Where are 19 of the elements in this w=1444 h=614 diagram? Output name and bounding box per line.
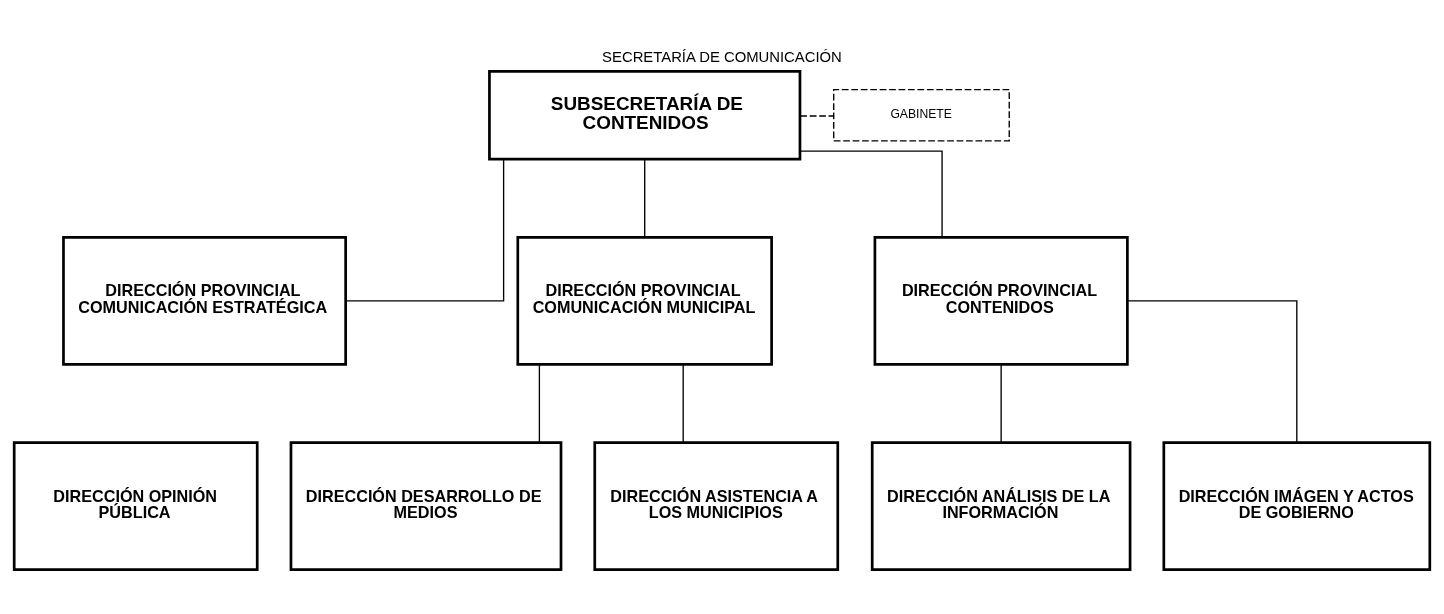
node-box: DIRECCIÓN PROVINCIAL COMUNICACIÓN MUNICIPAL (516, 236, 773, 366)
connector (345, 158, 505, 302)
node-box: GABINETE (833, 88, 1010, 142)
connector (1126, 300, 1298, 443)
node-box: DIRECCIÓN PROVINCIAL COMUNICACIÓN ESTRATÉGICA (62, 236, 347, 366)
node-box: DIRECCIÓN ANÁLISIS DE LA INFORMACIÓN (870, 441, 1132, 571)
node-box: DIRECCIÓN DESARROLLO DE MEDIOS (289, 441, 563, 571)
connector (799, 150, 943, 239)
connector (682, 364, 684, 444)
connector (644, 158, 646, 238)
node-box: DIRECCIÓN OPINIÓN PÚBLICA (12, 441, 259, 571)
node-box: DIRECCIÓN IMÁGEN Y ACTOS DE GOBIERNO (1162, 441, 1432, 571)
diagram-title: SECRETARÍA DE COMUNICACIÓN (602, 48, 842, 65)
node-box: SUBSECRETARÍA DE CONTENIDOS (488, 70, 802, 161)
node-box: DIRECCIÓN ASISTENCIA A LOS MUNICIPIOS (593, 441, 840, 571)
connector (1000, 364, 1002, 444)
connector (799, 115, 835, 117)
connector (538, 364, 541, 444)
node-box: DIRECCIÓN PROVINCIAL CONTENIDOS (873, 236, 1129, 366)
